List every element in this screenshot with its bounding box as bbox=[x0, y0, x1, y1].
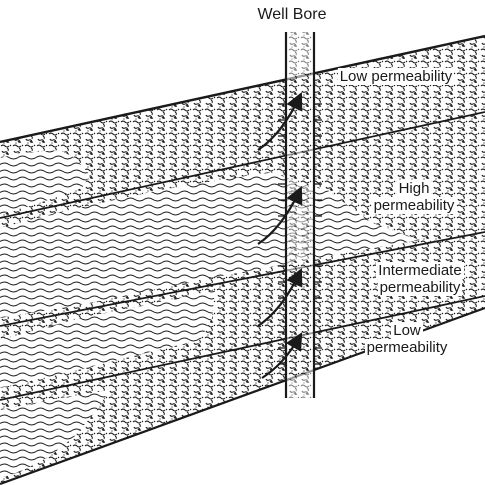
layer-label-line: Intermediate bbox=[376, 262, 463, 279]
well-bore-interior bbox=[286, 32, 314, 398]
layer-label-line: permeability bbox=[378, 279, 463, 296]
layer-label-low-permeability-top: Low permeability bbox=[333, 68, 459, 85]
layer-label-line: Low bbox=[391, 322, 423, 339]
layer-label-line: Low permeability bbox=[338, 68, 455, 85]
layer-label-line: permeability bbox=[365, 339, 450, 356]
well-bore-label: Well Bore bbox=[250, 6, 334, 23]
layer-label-intermediate-permeability: Intermediate permeability bbox=[365, 262, 475, 296]
layer-label-high-permeability: High permeability bbox=[354, 180, 474, 214]
layer-label-low-permeability-bottom: Low permeability bbox=[352, 322, 462, 356]
layer-label-line: permeability bbox=[372, 197, 457, 214]
layer-label-line: High bbox=[397, 180, 432, 197]
